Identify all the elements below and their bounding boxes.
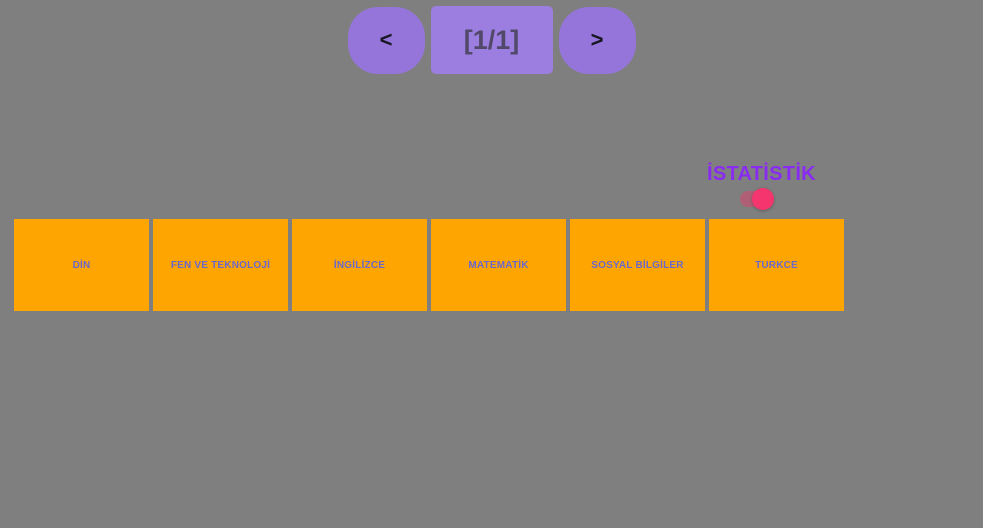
pagination-bar: < [1/1] > [347, 6, 636, 74]
chevron-right-icon: > [590, 27, 604, 52]
statistics-toggle[interactable] [740, 188, 776, 210]
subject-tile-turkce[interactable]: TURKCE [709, 219, 844, 311]
page-indicator-text: [1/1] [463, 24, 520, 55]
subject-tile-ingilizce[interactable]: İNGİLİZCE [292, 219, 427, 311]
subject-tile-matematik[interactable]: MATEMATİK [431, 219, 566, 311]
statistics-label: İSTATİSTİK [707, 163, 816, 185]
subject-tile-label: İNGİLİZCE [333, 259, 386, 271]
chevron-left-icon: < [379, 27, 393, 52]
subject-tile-label: TURKCE [755, 259, 798, 271]
toggle-thumb-icon [752, 188, 774, 210]
subject-tile-label: MATEMATİK [468, 259, 529, 271]
page-indicator: [1/1] [430, 6, 553, 74]
subject-tile-sosyal-bilgiler[interactable]: SOSYAL BİLGİLER [570, 219, 705, 311]
subjects-grid: DİN FEN VE TEKNOLOJİ İNGİLİZCE MATEMATİK… [14, 219, 844, 311]
subject-tile-label: FEN VE TEKNOLOJİ [170, 259, 271, 271]
subject-tile-label: DİN [72, 259, 91, 271]
subject-tile-fen-ve-teknoloji[interactable]: FEN VE TEKNOLOJİ [153, 219, 288, 311]
subject-tile-label: SOSYAL BİLGİLER [591, 259, 684, 271]
next-page-button[interactable]: > [558, 6, 636, 74]
subject-tile-din[interactable]: DİN [14, 219, 149, 311]
prev-page-button[interactable]: < [347, 6, 425, 74]
